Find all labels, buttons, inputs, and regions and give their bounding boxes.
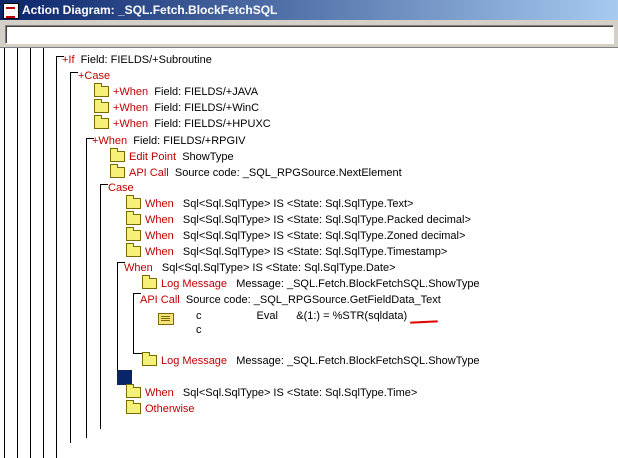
- case-statement[interactable]: +Case: [78, 70, 111, 82]
- tree-line: [70, 72, 78, 73]
- folder-icon: [126, 242, 141, 257]
- if-statement[interactable]: +If Field: FIELDS/+Subroutine: [62, 54, 212, 66]
- folder-icon: [94, 98, 109, 113]
- action-diagram-icon: [3, 3, 19, 19]
- when-time[interactable]: When Sql<Sql.SqlType> IS <State: Sql.Sql…: [126, 383, 417, 401]
- folder-icon: [126, 399, 141, 414]
- edit-point[interactable]: Edit Point ShowType: [110, 147, 234, 165]
- log-message-2[interactable]: Log Message Message: _SQL.Fetch.BlockFet…: [142, 351, 480, 369]
- action-diagram-canvas[interactable]: +If Field: FIELDS/+Subroutine +Case +Whe…: [0, 47, 618, 458]
- tree-line: [100, 184, 108, 185]
- when-timestamp[interactable]: When Sql<Sql.SqlType> IS <State: Sql.Sql…: [126, 242, 447, 260]
- folder-icon: [142, 274, 157, 289]
- when-zoned-decimal[interactable]: When Sql<Sql.SqlType> IS <State: Sql.Sql…: [126, 226, 465, 244]
- tree-line: [4, 48, 5, 458]
- when-winc[interactable]: +When Field: FIELDS/+WinC: [94, 98, 259, 116]
- folder-icon: [110, 147, 125, 162]
- folder-icon: [126, 194, 141, 209]
- folder-icon: [110, 163, 125, 178]
- tree-line: [17, 48, 18, 458]
- api-call-get-field-data[interactable]: API Call Source code: _SQL_RPGSource.Get…: [140, 294, 441, 306]
- folder-icon: [126, 226, 141, 241]
- tree-line: [30, 48, 31, 458]
- title-bar[interactable]: Action Diagram: _SQL.Fetch.BlockFetchSQL: [0, 0, 618, 20]
- folder-icon: [142, 351, 157, 366]
- folder-icon: [94, 114, 109, 129]
- source-code-line-1[interactable]: c Eval &(1:) = %STR(sqldata): [196, 310, 408, 322]
- tree-line: [100, 184, 101, 429]
- tree-line: [133, 293, 141, 294]
- tree-line: [86, 138, 87, 438]
- log-message-1[interactable]: Log Message Message: _SQL.Fetch.BlockFet…: [142, 274, 480, 292]
- tree-line: [117, 262, 118, 382]
- red-annotation-mark: [409, 320, 439, 324]
- source-code-icon: [158, 313, 174, 325]
- window-title: Action Diagram: _SQL.Fetch.BlockFetchSQL: [22, 3, 278, 17]
- folder-icon: [126, 210, 141, 225]
- when-date[interactable]: When Sql<Sql.SqlType> IS <State: Sql.Sql…: [124, 262, 396, 274]
- tree-line: [86, 138, 94, 139]
- case-statement-inner[interactable]: Case: [108, 182, 134, 194]
- source-code-line-2[interactable]: c: [196, 324, 202, 336]
- when-packed-decimal[interactable]: When Sql<Sql.SqlType> IS <State: Sql.Sql…: [126, 210, 471, 228]
- tree-line: [133, 353, 145, 354]
- api-call-next-element[interactable]: API Call Source code: _SQL_RPGSource.Nex…: [110, 163, 402, 181]
- tree-line: [56, 56, 57, 458]
- when-text[interactable]: When Sql<Sql.SqlType> IS <State: Sql.Sql…: [126, 194, 413, 212]
- selected-insertion-point[interactable]: [117, 370, 132, 385]
- folder-icon: [126, 383, 141, 398]
- tree-line: [43, 48, 44, 458]
- when-hpuxc[interactable]: +When Field: FIELDS/+HPUXC: [94, 114, 271, 132]
- when-java[interactable]: +When Field: FIELDS/+JAVA: [94, 82, 258, 100]
- tree-line: [117, 262, 125, 263]
- when-rpgiv[interactable]: +When Field: FIELDS/+RPGIV: [92, 135, 246, 147]
- tree-line: [133, 293, 134, 353]
- command-input[interactable]: [5, 25, 614, 44]
- tree-line: [70, 72, 71, 443]
- tree-line: [56, 56, 64, 57]
- folder-icon: [94, 82, 109, 97]
- otherwise-statement[interactable]: Otherwise: [126, 399, 195, 417]
